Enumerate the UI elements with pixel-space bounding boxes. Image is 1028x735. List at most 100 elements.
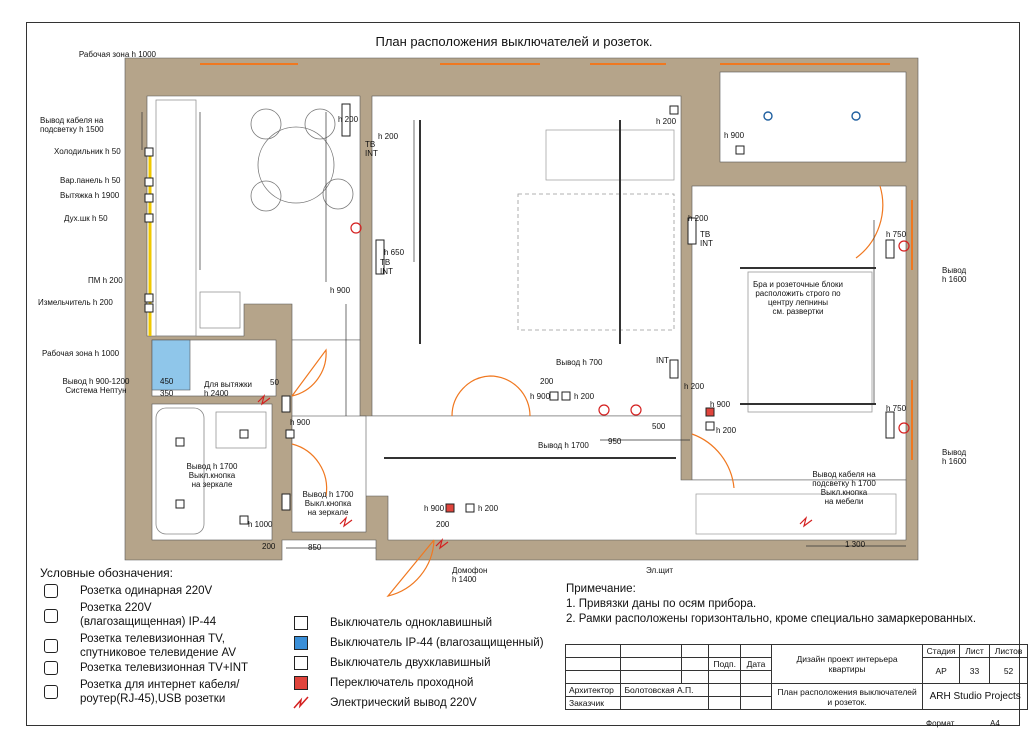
height-label: h 200 [574,392,595,401]
kitchen-counter [155,99,197,337]
socket-tv-int-icon [44,661,58,675]
electric-output-icon [435,538,449,550]
socket-single-icon [885,411,895,439]
label-output-1700: Вывод h 1700 [538,441,589,450]
height-label: h 1000 [248,520,273,529]
table [257,126,335,204]
switch-single-icon [705,421,715,431]
chair [250,180,282,212]
socket-single-icon [669,105,679,115]
title-block: Дизайн проект интерьера квартиры Стадия … [564,644,1028,710]
switch-single-icon [294,616,308,630]
balcony-floor [719,71,907,163]
socket-rj45-icon [44,685,58,699]
height-label: h 900 [530,392,551,401]
sheet-value: 33 [958,657,991,684]
label-output-700: Вывод h 700 [556,358,603,367]
electric-output-icon [339,516,353,528]
format-label: Формат [926,719,955,728]
height-label: h 200 [688,214,709,223]
sheets-value: 52 [989,657,1028,684]
tv-int-label: TB INT [700,230,713,248]
socket-single-icon [144,147,154,157]
architect-name: Болотовская А.П. [620,683,710,697]
switch-passthrough-icon [705,407,715,417]
format-value: А4 [990,719,1000,728]
sheets-header: Листов [989,644,1028,658]
socket-tv-int-icon [341,103,351,137]
dimension-lines [141,112,906,549]
legend-electric-output: Электрический вывод 220V [330,697,477,709]
lamp-icon [763,111,773,121]
drawing-title: План расположения выключателей и розеток… [375,34,653,49]
chair [304,108,336,140]
socket-single-icon [144,213,154,223]
lamp-icon [851,111,861,121]
height-label: h 750 [886,230,907,239]
tv-int-label: TB INT [380,258,393,276]
door-wc [291,348,327,397]
electric-output-icon [898,240,910,252]
electric-output-icon [898,422,910,434]
socket-ip44-icon [44,609,58,623]
electric-output-icon [350,222,362,234]
label-hood: Вытяжка h 1900 [60,191,120,200]
dim-label: 850 [308,543,322,552]
stage-value: АР [922,657,960,684]
socket-tv-icon [44,639,58,653]
switch-passthrough-icon [445,503,455,513]
dim-label: 950 [608,437,622,446]
project-name: Дизайн проект интерьера квартиры [770,644,924,684]
dim-label: 50 [270,378,279,387]
label-cooktop: Вар.панель h 50 [60,176,121,185]
label-work-zone-top: Рабочая зона h 1000 [78,50,156,59]
socket-markers [144,103,895,525]
doors [291,185,884,598]
height-label: h 200 [478,504,499,513]
electric-output-icon [630,404,642,416]
height-label: h 200 [684,382,705,391]
dim-label: 200 [540,377,554,386]
plan-floors [146,71,907,541]
sheet-frame [26,22,1020,726]
socket-single-icon [144,177,154,187]
chair [250,108,282,140]
switch-single-icon [281,493,291,511]
socket-tv-int-icon [687,217,697,245]
legend-switch-single: Выключатель одноклавишный [330,617,493,629]
bed-2 [747,271,873,413]
electric-output-icon [799,516,813,528]
switch-double-icon [294,656,308,670]
socket-single-icon [144,193,154,203]
height-label: h 900 [290,418,311,427]
height-label: h 200 [338,115,359,124]
windows [200,63,913,460]
door-balcony [855,185,884,259]
socket-single-icon [735,145,745,155]
label-dishwasher: ПМ h 200 [88,276,123,285]
wc-bath-fill [151,339,191,391]
studio-name: ARH Studio Projects [922,683,1028,710]
label-electrical-panel: Эл.щит [646,566,674,575]
height-label: h 900 [424,504,445,513]
bath2-floor [291,415,367,533]
label-work-zone-bottom: Рабочая зона h 1000 [42,349,120,358]
height-label: h 200 [378,132,399,141]
int-label: INT [656,356,669,365]
height-label: 200 [262,542,276,551]
switch-single-icon [285,429,295,439]
dim-label: 500 [652,422,666,431]
label-output-1600-top: Вывод h 1600 [942,266,967,284]
sign-header: Подп. [708,657,742,671]
label-sconce-note: Бра и розеточные блоки расположить строг… [753,280,843,316]
label-cable-output: Вывод кабеля на подсветку h 1500 [40,116,104,134]
legend-socket-tv: Розетка телевизионная TV, спутниковое те… [80,633,237,659]
switch-ip44-icon [294,636,308,650]
door-bedroom [451,375,531,417]
customer-role: Заказчик [564,696,622,710]
sofa [545,129,675,181]
notes-heading: Примечание: [566,583,636,595]
dim-label: 1 300 [845,540,866,549]
bedroom2-floor [691,185,907,481]
chair [322,178,354,210]
